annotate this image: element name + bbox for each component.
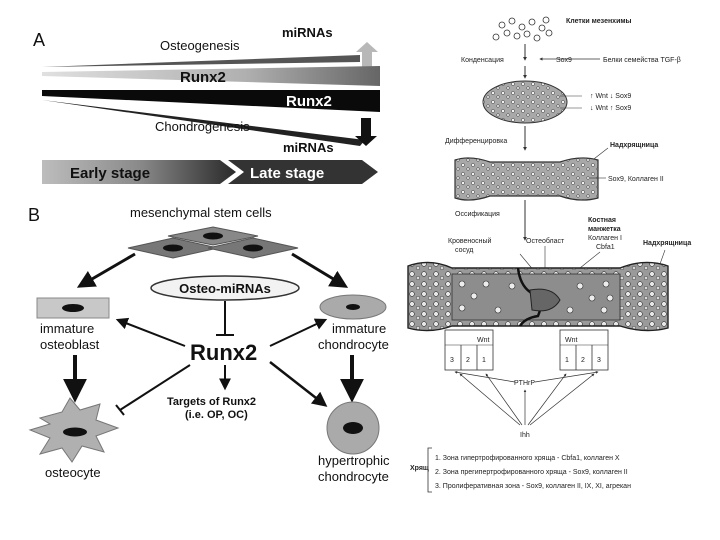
runx2-falling-wedge: [42, 90, 380, 112]
zone-right-3: 3: [597, 357, 601, 364]
panel-a-label: A: [33, 30, 45, 50]
legend-zone-3: 3. Пролиферативная зона - Sox9, коллаген…: [435, 483, 631, 490]
mirna-down-arrow-icon: [355, 118, 377, 146]
hypertrophic-line1: hypertrophic: [318, 453, 390, 468]
zone-left-3: 3: [450, 357, 454, 364]
immature-osteoblast-line2: osteoblast: [40, 337, 100, 352]
osteo-mirnas-label: Osteo-miRNAs: [179, 281, 271, 296]
mirnas-bottom-label: miRNAs: [283, 140, 334, 155]
osteo-mirnas-ellipse: [150, 275, 300, 301]
ossification-label: Оссификация: [455, 211, 500, 218]
runx2-upper-label: Runx2: [180, 69, 226, 86]
mesenchyme-label: Клетки мезенхимы: [566, 18, 632, 25]
pthrp-label: PTHrP: [514, 380, 535, 387]
zone-right-1: 1: [565, 357, 569, 364]
osteogenesis-wedge: [42, 55, 360, 67]
msc-cells: [127, 226, 299, 259]
perichondrium-label: Надхрящница: [610, 142, 658, 149]
runx2-lower-label: Runx2: [286, 93, 332, 110]
zone-left-2: 2: [466, 357, 470, 364]
condensation-blob: [482, 80, 568, 124]
legend-zone-1: 1. Зона гипертрофированного хряща - Cbfa…: [435, 455, 620, 462]
wnt-left-label: Wnt: [477, 337, 490, 344]
mesenchyme-cells: [492, 16, 553, 42]
condensation-label: Конденсация: [461, 57, 504, 64]
late-stage-arrow: [228, 160, 378, 184]
cartilage-legend-label: Хрящ: [410, 465, 429, 472]
msc-label: mesenchymal stem cells: [130, 205, 272, 220]
panel-a: A Osteogenesis miRNAs Runx2 Runx2 Chondr…: [33, 25, 380, 184]
blood-vessel-label-1: Кровеносный: [448, 237, 492, 245]
ihh-label: Ihh: [520, 432, 530, 439]
runx2-center-label: Runx2: [190, 340, 257, 365]
blood-vessel-label-2: сосуд: [455, 247, 473, 254]
runx2-rising-wedge: [42, 66, 380, 86]
cbfa1-label: Cbfa1: [596, 244, 615, 251]
differentiation-label: Дифференцировка: [445, 138, 507, 145]
targets-line2: (i.e. OP, OC): [185, 409, 248, 421]
immature-chondrocyte-line2: chondrocyte: [318, 337, 389, 352]
osteocyte-label: osteocyte: [45, 465, 101, 480]
chondrogenesis-label: Chondrogenesis: [155, 119, 250, 134]
immature-chondrocyte-line1: immature: [332, 321, 386, 336]
tgf-label: Белки семейства TGF-β: [603, 56, 681, 64]
wnt-down-sox9-up: ↓ Wnt ↑ Sox9: [590, 105, 631, 112]
hypertrophic-line2: chondrocyte: [318, 469, 389, 484]
bone-collar-label-2: манжетка: [588, 226, 621, 233]
targets-line1: Targets of Runx2: [167, 396, 256, 408]
marrow-cells: [458, 280, 614, 314]
growth-zones-right: 1 2 3 Wnt: [559, 329, 609, 371]
perichondrium-label-2: Надхрящница: [643, 240, 691, 247]
immature-osteoblast-line1: immature: [40, 321, 94, 336]
panel-b-label: B: [28, 205, 40, 225]
wnt-up-sox9-down: ↑ Wnt ↓ Sox9: [590, 93, 631, 100]
early-stage-label: Early stage: [70, 165, 150, 182]
panel-b: B mesenchymal stem cells Osteo-miRNAs im…: [28, 205, 390, 484]
sox9-collagen2-label: Sox9, Коллаген II: [608, 176, 664, 183]
mirna-up-arrow-icon: [356, 42, 378, 72]
osteoblast-label: Остеобласт: [526, 237, 565, 245]
osteoblast-cluster: [529, 288, 561, 312]
signalling-arrows: [454, 370, 599, 426]
mirnas-top-label: miRNAs: [282, 25, 333, 40]
right-panel: Клетки мезенхимы Конденсация Sox9 Белки …: [407, 16, 691, 493]
early-stage-arrow: [42, 160, 236, 184]
zone-left-1: 1: [482, 357, 486, 364]
late-stage-label: Late stage: [250, 165, 324, 182]
zone-right-2: 2: [581, 357, 585, 364]
bone-collar-label-1: Костная: [588, 217, 616, 224]
legend-zone-2: 2. Зона прегипертрофированного хряща - S…: [435, 469, 628, 476]
collagen1-label: Коллаген I: [588, 235, 622, 242]
sox9-label: Sox9: [556, 57, 572, 64]
osteogenesis-label: Osteogenesis: [160, 38, 240, 53]
cartilage-template: [454, 157, 599, 201]
wnt-right-label: Wnt: [565, 337, 578, 344]
chondrogenesis-wedge: [42, 100, 365, 146]
growth-zones-left: 3 2 1 Wnt: [444, 329, 494, 371]
